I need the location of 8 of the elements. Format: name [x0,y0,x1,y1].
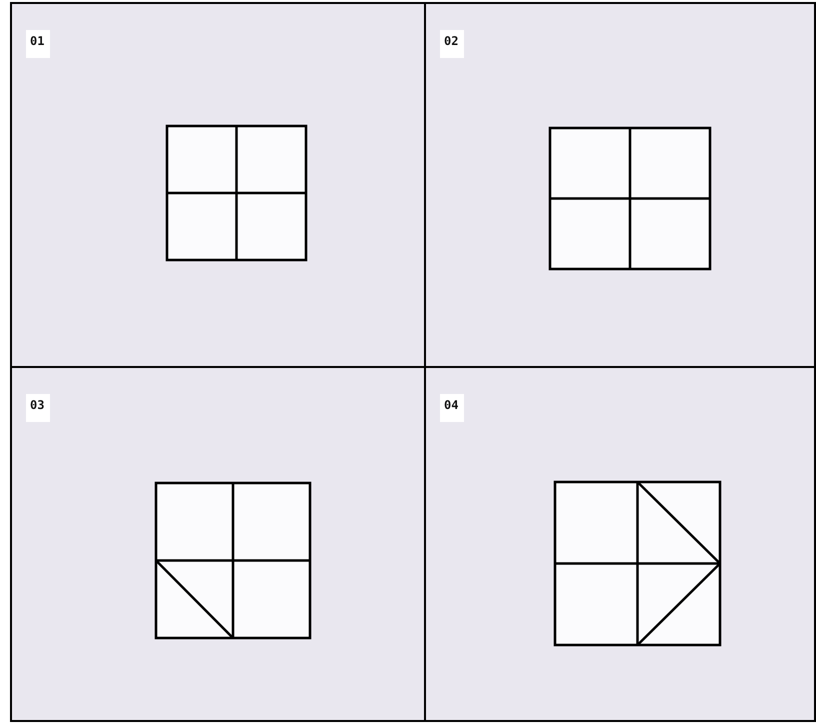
panel-number: 04 [440,394,464,422]
panel [424,366,816,722]
panel-number: 01 [26,30,50,58]
panel-number: 02 [440,30,464,58]
panel-number: 03 [26,394,50,422]
panel [10,2,426,368]
panel [10,366,426,722]
panel [424,2,816,368]
